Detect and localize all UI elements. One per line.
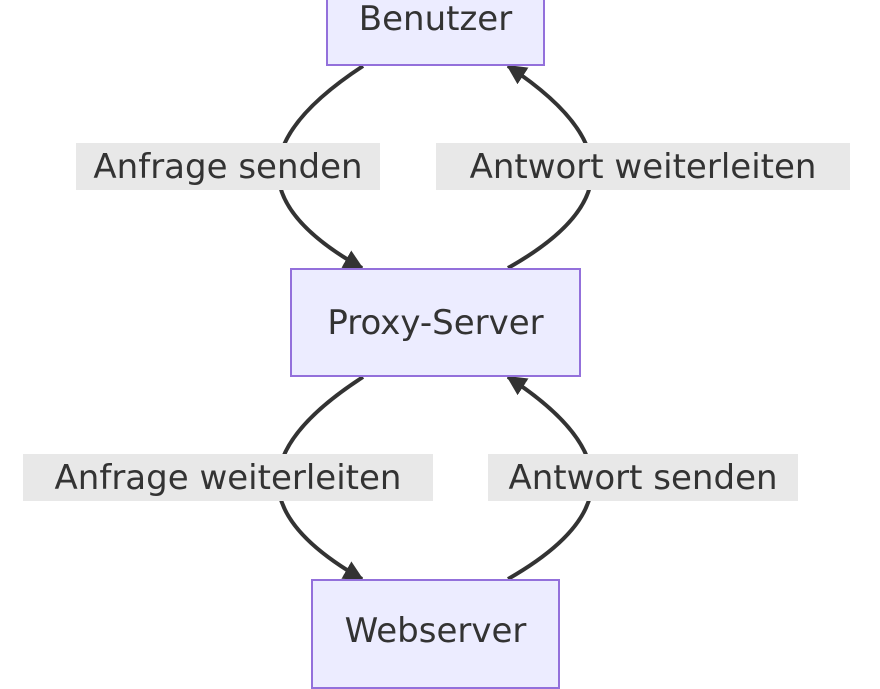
node-webserver-label: Webserver [344, 611, 527, 651]
edge-label-forward-request: Anfrage weiterleiten [23, 454, 433, 501]
node-proxy-server-label: Proxy-Server [327, 302, 544, 343]
flowchart: Benutzer Proxy-Server Webserver Anfrage … [23, 0, 850, 689]
node-user-label: Benutzer [358, 0, 513, 39]
node-user: Benutzer [326, 0, 545, 66]
edge-label-send-response: Antwort senden [488, 454, 798, 501]
edge-label-forward-response: Antwort weiterleiten [436, 143, 850, 190]
edge-label-send-request: Anfrage senden [76, 143, 380, 190]
node-webserver: Webserver [311, 579, 560, 689]
node-proxy-server: Proxy-Server [290, 268, 581, 377]
